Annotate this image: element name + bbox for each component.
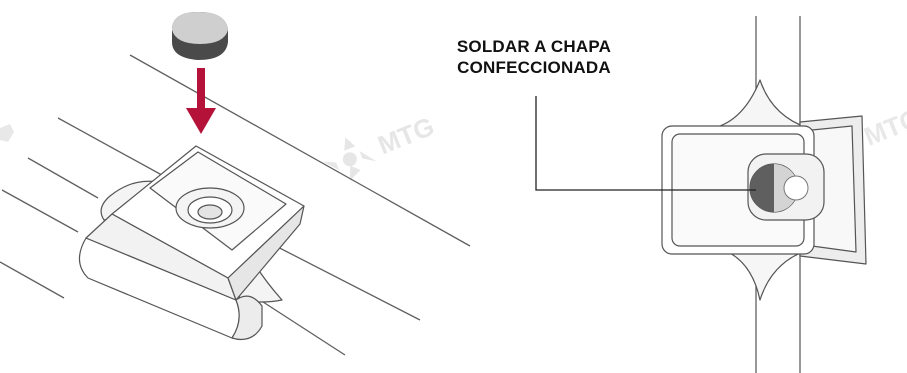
- callout-line-2: CONFECCIONADA: [457, 58, 611, 77]
- watermark-left: [0, 124, 14, 142]
- callout-line-1: SOLDAR A CHAPA: [456, 37, 612, 56]
- weld-callout-label: SOLDAR A CHAPA CONFECCIONADA: [404, 36, 664, 78]
- plate-piece: [172, 12, 228, 60]
- weld-bracket-isometric: [78, 145, 305, 341]
- watermark-center: MTG: [322, 111, 439, 181]
- welded-plate: [749, 163, 809, 213]
- callout-leader-line: [535, 96, 756, 191]
- down-arrow-icon: [186, 68, 216, 134]
- watermark-label-right: MTG: [860, 102, 907, 151]
- watermark-label: MTG: [374, 111, 439, 160]
- left-rails: [0, 54, 471, 356]
